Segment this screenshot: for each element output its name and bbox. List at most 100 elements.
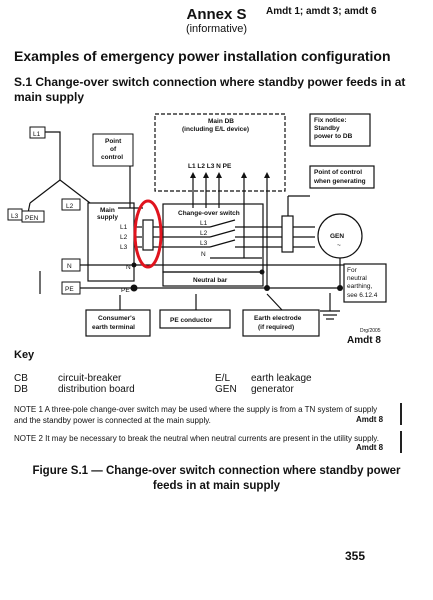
label-neutral-bar: Neutral bar [193, 277, 228, 284]
key-title: Key [14, 349, 35, 361]
arrow-db-l3 [216, 172, 222, 178]
label-fix-notice-3: power to DB [314, 133, 353, 140]
star-arm-left [29, 179, 61, 204]
label-poc-gen-1: Point of control [314, 169, 362, 176]
label-pen: PEN [25, 215, 39, 222]
label-ne-3: earthing, [347, 283, 372, 290]
label-ne-1: For [347, 267, 358, 274]
cs-l2-contact [209, 229, 236, 238]
label-poc-2: of [110, 146, 117, 153]
label-drg-no: Drg/2005 [360, 328, 381, 334]
l1-source-wire [45, 131, 61, 142]
fix-notice-box [309, 113, 371, 147]
note-2-amendment: Amdt 8 [356, 443, 384, 452]
arrow-db-l1 [190, 172, 196, 178]
label-consumer-earth-2: earth terminal [92, 324, 135, 331]
figure-caption: Figure S.1 — Change-over switch connecti… [32, 465, 401, 492]
amendment-header: Amdt 1; amdt 3; amdt 6 [266, 6, 377, 17]
circuit-breaker-gen [281, 215, 294, 253]
star-arm-right [59, 179, 91, 204]
label-ms-l1: L1 [120, 224, 128, 231]
annex-title: Annex S [186, 6, 247, 23]
junction-dot-neutral-bar [259, 269, 265, 275]
key-abbr-cb: CB [14, 373, 28, 384]
label-gen: GEN [330, 233, 344, 240]
key-abbr-el: E/L [215, 373, 231, 384]
key-desc-cb: circuit-breaker [58, 373, 122, 384]
junction-dot-pe-main [130, 284, 138, 292]
label-main-supply-1: Main [100, 207, 115, 214]
label-fix-notice-2: Standby [314, 125, 340, 132]
neutral-earthing-box [343, 263, 387, 303]
poc-generating-box [309, 165, 375, 189]
label-changeover-switch: Change-over switch [178, 210, 240, 217]
circuit-breaker-main [142, 219, 154, 251]
annex-subtitle: (informative) [185, 23, 248, 35]
label-cs-l2: L2 [200, 230, 208, 237]
note-2-margin-bar [400, 431, 402, 453]
label-l2-source: L2 [66, 203, 74, 210]
arrow-db-l2 [203, 172, 209, 178]
key-abbr-gen: GEN [215, 384, 237, 395]
arrow-db-n [241, 172, 247, 178]
junction-dot-pe-db [264, 285, 270, 291]
label-earth-electrode-1: Earth electrode [254, 315, 302, 322]
label-fix-notice-1: Fix notice: [314, 117, 347, 124]
cs-l3-contact [209, 239, 236, 248]
pen-label-box [21, 210, 45, 223]
point-of-control-box [92, 133, 134, 167]
subsection-heading: S.1 Change-over switch connection where … [14, 75, 406, 104]
label-ms-l2: L2 [120, 234, 128, 241]
earth-electrode-leader [266, 293, 283, 311]
neutral-bar-box [162, 271, 264, 287]
label-poc-1: Point [105, 138, 122, 145]
l1-label-box [29, 126, 46, 139]
label-ne-4: see 6.12.4 [347, 292, 378, 299]
key-desc-el: earth leakage [251, 373, 312, 384]
label-ms-l3: L3 [120, 244, 128, 251]
wiring-diagram: L1 L3 PEN L2 N PE Point of control Main … [7, 113, 387, 337]
note-2-text: NOTE 2 It may be necessary to break the … [14, 434, 379, 443]
note-1-text: NOTE 1 A three-pole change-over switch m… [14, 405, 378, 425]
note-1-amendment: Amdt 8 [356, 415, 384, 424]
label-poc-gen-2: when generating [313, 178, 366, 185]
page-number: 355 [345, 549, 366, 563]
label-main-supply-2: supply [97, 214, 118, 221]
pe-conductor-box [159, 309, 231, 329]
diagram-amendment: Amdt 8 [347, 335, 381, 346]
label-main-db-1: Main DB [208, 118, 234, 125]
junction-dot-n [131, 262, 137, 268]
label-l1-source: L1 [33, 131, 41, 138]
label-cs-l3: L3 [200, 240, 208, 247]
label-cs-l1: L1 [200, 220, 208, 227]
label-n-left: N [67, 263, 72, 270]
label-ms-pe: PE [121, 287, 130, 294]
key-desc-db: distribution board [58, 384, 135, 395]
label-cs-n: N [201, 251, 206, 258]
consumer-earth-box [85, 309, 151, 337]
label-pe-left: PE [65, 286, 74, 293]
earth-electrode-box [242, 309, 320, 337]
label-consumer-earth-1: Consumer's [98, 315, 136, 322]
key-desc-gen: generator [251, 384, 294, 395]
section-heading: Examples of emergency power installation… [14, 48, 391, 64]
pe-label-box [61, 281, 81, 295]
label-pe-conductor: PE conductor [170, 317, 213, 324]
l2-label-box [61, 198, 81, 211]
key-abbr-db: DB [14, 384, 28, 395]
highlight-ellipse [133, 199, 163, 269]
label-db-terminals: L1 L2 L3 N PE [188, 163, 232, 170]
label-gen-tilde: ~ [337, 242, 341, 249]
label-ms-n: N [126, 264, 131, 271]
label-ne-2: neutral [347, 275, 367, 282]
cs-l1-contact [209, 219, 236, 228]
label-earth-electrode-2: (if required) [258, 324, 294, 331]
label-main-db-2: (including E/L device) [182, 126, 249, 133]
label-poc-3: control [101, 154, 123, 161]
note-1-margin-bar [400, 403, 402, 425]
n-label-box [61, 258, 81, 272]
main-db-box [154, 113, 286, 192]
label-l3-source: L3 [11, 213, 19, 220]
junction-dot-pe-gen [337, 285, 343, 291]
arrow-db-pe [264, 172, 270, 178]
